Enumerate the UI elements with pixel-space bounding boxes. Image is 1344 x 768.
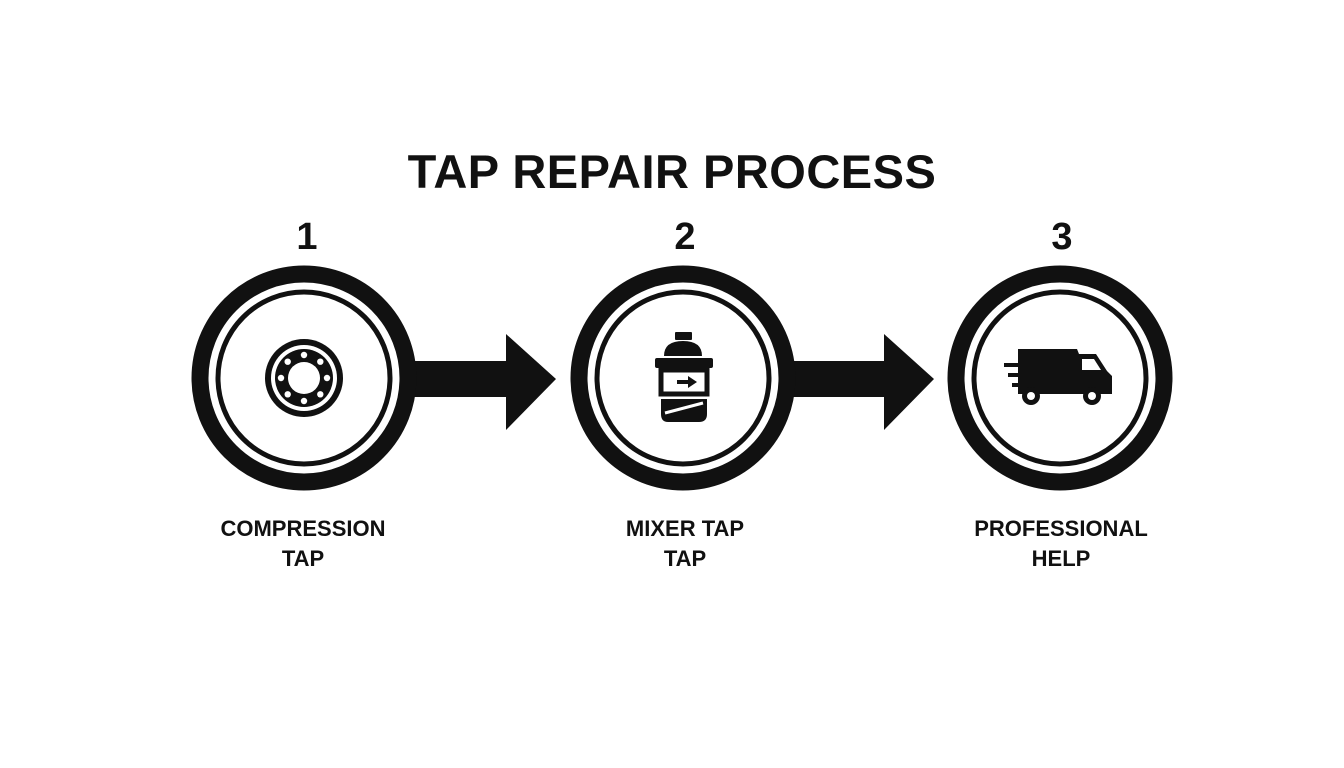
step-3-label: PROFESSIONAL HELP xyxy=(931,514,1191,574)
step-3-number: 3 xyxy=(1051,216,1073,258)
delivery-van-icon xyxy=(1004,349,1112,405)
step-2-label: MIXER TAP TAP xyxy=(555,514,815,574)
step-2-number: 2 xyxy=(674,216,696,258)
step-1-number: 1 xyxy=(296,216,318,258)
step-1-label: COMPRESSION TAP xyxy=(173,514,433,574)
arrow-2-to-3 xyxy=(786,334,934,430)
step-3-label-line2: HELP xyxy=(1031,546,1091,571)
arrow-1-to-2 xyxy=(408,334,556,430)
step-3-label-line1: PROFESSIONAL xyxy=(974,516,1148,541)
cartridge-icon xyxy=(655,332,713,422)
diagram-title: TAP REPAIR PROCESS xyxy=(407,145,937,198)
washer-icon xyxy=(265,339,343,417)
step-2-circle xyxy=(570,265,796,491)
step-1-label-line1: COMPRESSION xyxy=(220,516,386,541)
step-1-label-line2: TAP xyxy=(281,546,325,571)
step-2-label-line1: MIXER TAP xyxy=(625,516,745,541)
step-2-label-line2: TAP xyxy=(663,546,707,571)
